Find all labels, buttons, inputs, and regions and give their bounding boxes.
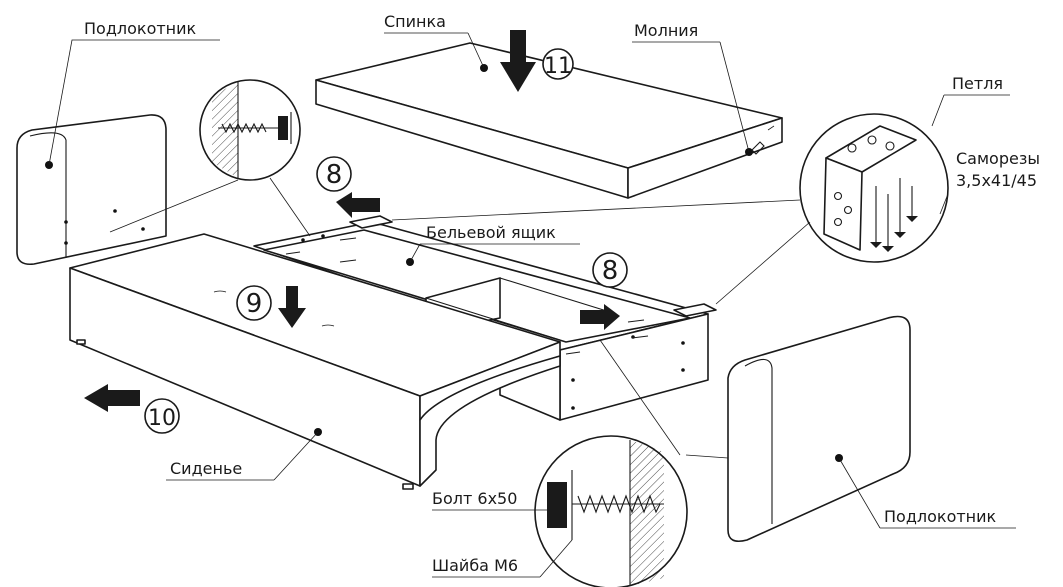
- arrow-right-box-icon: [580, 304, 620, 330]
- leader-lines: [48, 32, 1016, 578]
- step-numbers: 11 8 8 9 10: [144, 48, 628, 434]
- direction-arrows: [84, 30, 620, 412]
- step-9-circle: [236, 285, 272, 321]
- detail-bolt-closeup-bottom: [534, 435, 688, 587]
- detail-hinge-closeup: [799, 113, 949, 263]
- armrest-left-panel: [16, 114, 167, 266]
- label-screws-line1: Саморезы: [956, 149, 1040, 168]
- label-armrest-left: Подлокотник: [84, 19, 197, 38]
- detail-bolt-closeup-top: [199, 79, 301, 181]
- arrow-left-box-icon: [336, 192, 380, 218]
- step-10-circle: [144, 398, 180, 434]
- label-screws-line2: 3,5x41/45: [956, 171, 1037, 190]
- label-armrest-right: Подлокотник: [884, 507, 997, 526]
- step-9: 9: [246, 289, 263, 319]
- part-labels: Подлокотник Спинка Молния Петля Саморезы…: [84, 12, 1040, 575]
- step-8-left-circle: [316, 156, 352, 192]
- label-storage-box: Бельевой ящик: [426, 223, 556, 242]
- label-seat: Сиденье: [170, 459, 242, 478]
- label-zipper: Молния: [634, 21, 698, 40]
- label-backrest: Спинка: [384, 12, 446, 31]
- step-8-right-circle: [592, 252, 628, 288]
- step-11-circle: [542, 48, 574, 80]
- label-hinge: Петля: [952, 74, 1003, 93]
- armrest-right-panel: [727, 315, 911, 543]
- label-bolt: Болт 6x50: [432, 489, 517, 508]
- seat-cushion: [69, 233, 561, 490]
- arrow-left-seat-icon: [84, 384, 140, 412]
- backrest-cushion: [315, 42, 783, 199]
- step-11: 11: [544, 54, 572, 79]
- step-8-right: 8: [602, 256, 619, 286]
- step-10: 10: [148, 406, 176, 431]
- label-washer: Шайба М6: [432, 556, 518, 575]
- step-8-left: 8: [326, 160, 343, 190]
- arrow-down-seat-icon: [278, 286, 306, 328]
- arrow-down-backrest-icon: [500, 30, 536, 92]
